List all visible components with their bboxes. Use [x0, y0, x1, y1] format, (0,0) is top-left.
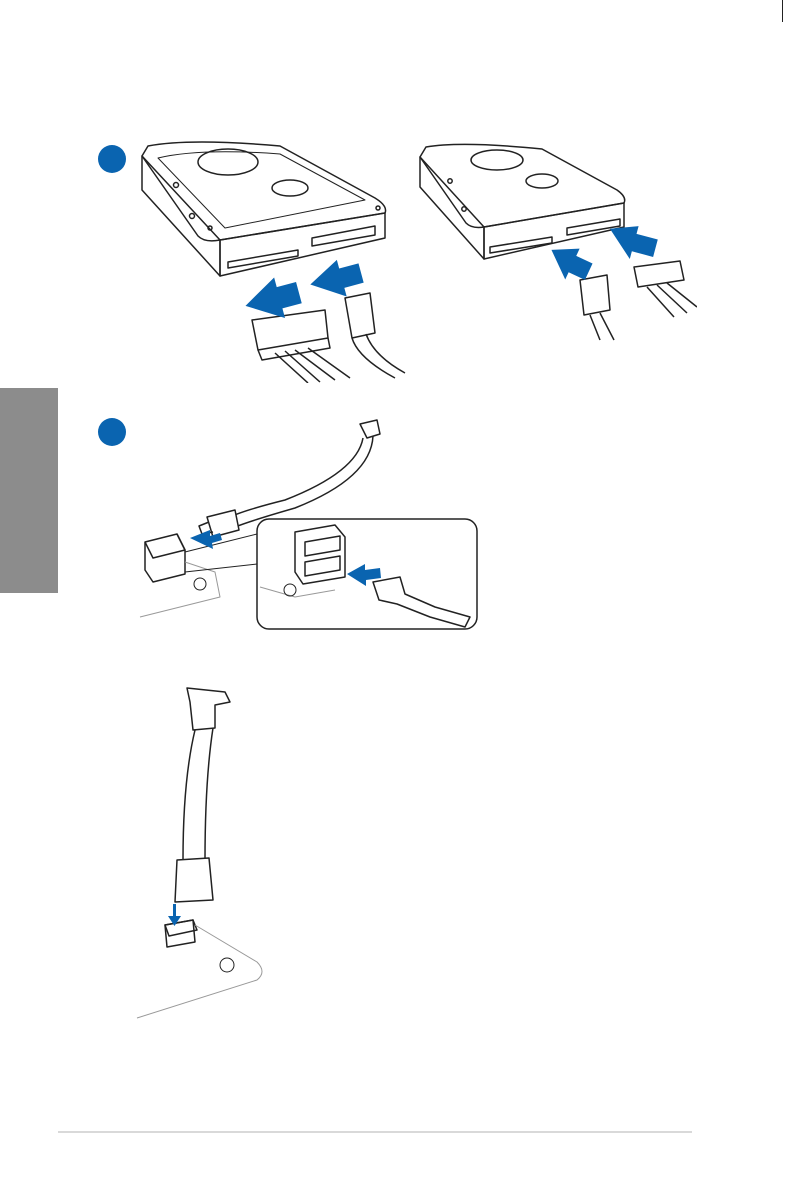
- hdd-with-sata-and-power-cables-illustration: [130, 128, 410, 383]
- right-angle-sata-cable-illustration: [135, 680, 265, 1022]
- step-1-badge: [98, 145, 126, 173]
- crop-mark: [782, 0, 783, 22]
- chapter-side-tab: [0, 388, 58, 593]
- footer-rule: [58, 1131, 692, 1133]
- step-2-badge: [98, 418, 126, 446]
- sata-cable-to-motherboard-illustration: [135, 412, 480, 632]
- hdd-with-cables-alt-view-illustration: [412, 135, 697, 345]
